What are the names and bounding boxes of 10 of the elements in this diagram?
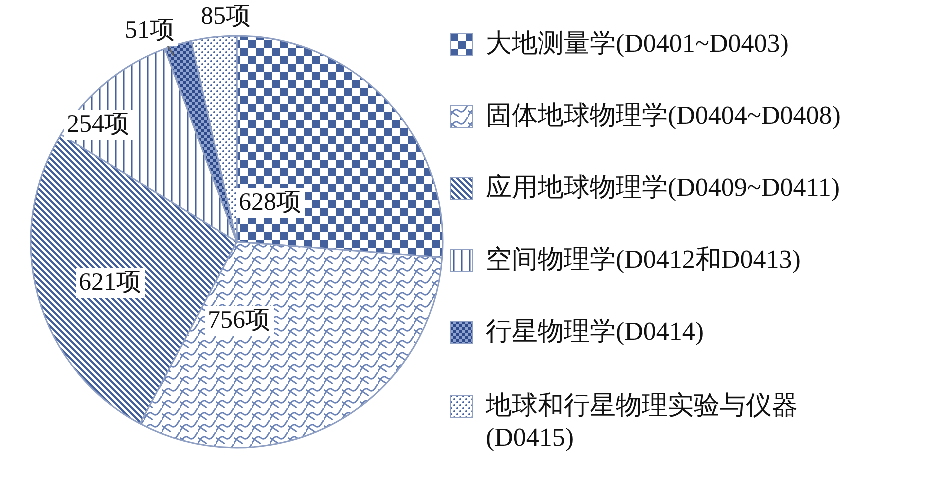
data-label: 628项: [236, 188, 304, 218]
data-label: 254项: [64, 110, 132, 140]
legend-label: 大地测量学(D0401~D0403): [486, 28, 789, 60]
legend-label: 空间物理学(D0412和D0413): [486, 244, 801, 276]
data-label: 756项: [205, 306, 274, 336]
legend-label: 地球和行星物理实验与仪器(D0415): [486, 390, 799, 454]
data-label: 621项: [76, 268, 144, 298]
legend-label: 行星物理学(D0414): [486, 316, 704, 348]
legend-label: 应用地球物理学(D0409~D0411): [486, 172, 840, 204]
legend-label: 固体地球物理学(D0404~D0408): [486, 100, 841, 132]
